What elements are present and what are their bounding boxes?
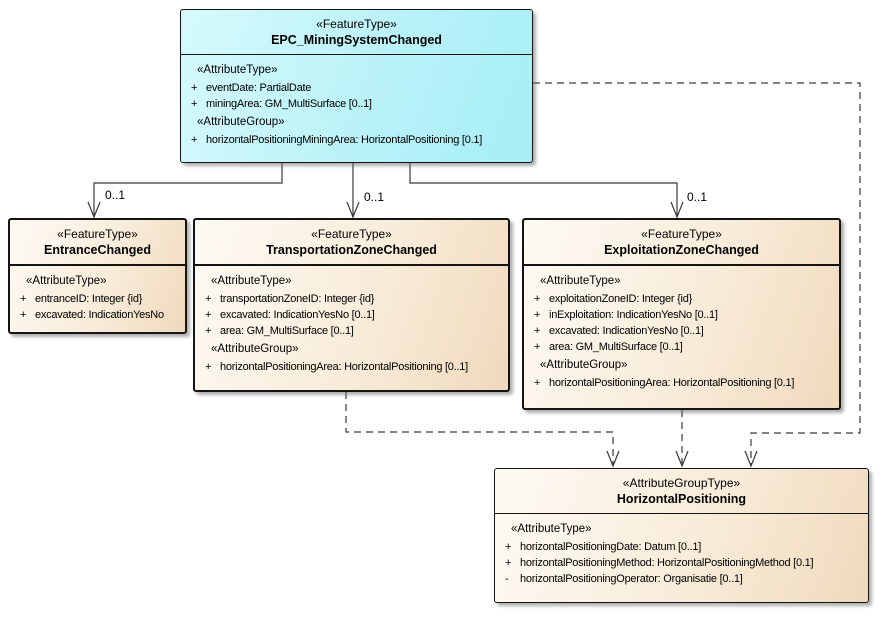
section-heading: «AttributeType» [197, 64, 278, 76]
class-header: «AttributeGroupType» HorizontalPositioni… [495, 469, 868, 514]
attribute-row: + area: GM_MultiSurface [0..1] [198, 323, 505, 339]
attribute-text: inExploitation: IndicationYesNo [0..1] [549, 309, 718, 321]
multiplicity-label-entrance: 0..1 [105, 188, 126, 202]
multiplicity-label-transportation: 0..1 [364, 190, 385, 204]
stereotype: «FeatureType» [641, 227, 722, 241]
stereotype: «FeatureType» [316, 17, 397, 31]
attribute-row: + excavated: IndicationYesNo [0..1] [527, 323, 836, 339]
connector-epc-transportation[interactable] [346, 163, 360, 219]
attribute-row: + exploitationZoneID: Integer {id} [527, 291, 836, 307]
attribute-row: + horizontalPositioningArea: HorizontalP… [198, 359, 505, 375]
class-header: «FeatureType» ExploitationZoneChanged [524, 220, 839, 266]
visibility: + [191, 82, 198, 94]
class-name: EPC_MiningSystemChanged [271, 33, 442, 47]
visibility: + [534, 377, 541, 389]
visibility: + [505, 557, 512, 569]
visibility: + [205, 309, 212, 321]
visibility: + [191, 98, 198, 110]
class-exploitationzonechanged[interactable]: «FeatureType» ExploitationZoneChanged «A… [522, 218, 841, 410]
class-header: «FeatureType» TransportationZoneChanged [195, 220, 508, 266]
class-body: «AttributeType» + exploitationZoneID: In… [524, 266, 839, 408]
stereotype: «FeatureType» [311, 227, 392, 241]
visibility: + [534, 293, 541, 305]
attribute-row: + horizontalPositioningMiningArea: Horiz… [184, 132, 529, 148]
attribute-row: + excavated: IndicationYesNo [0..1] [198, 307, 505, 323]
class-header: «FeatureType» EntranceChanged [10, 220, 185, 266]
connector-epc-exploitation[interactable] [409, 163, 684, 219]
section-heading: «AttributeGroup» [211, 343, 299, 355]
attribute-text: area: GM_MultiSurface [0..1] [549, 341, 683, 353]
attribute-text: horizontalPositioningDate: Datum [0..1] [520, 541, 702, 553]
attribute-text: horizontalPositioningArea: HorizontalPos… [549, 377, 795, 389]
section-heading: «AttributeType» [26, 275, 107, 287]
attribute-text: horizontalPositioningMethod: HorizontalP… [520, 557, 814, 569]
visibility: + [505, 541, 512, 553]
visibility: + [191, 134, 198, 146]
class-entrancechanged[interactable]: «FeatureType» EntranceChanged «Attribute… [8, 218, 187, 334]
attribute-text: exploitationZoneID: Integer {id} [549, 293, 693, 305]
attribute-text: transportationZoneID: Integer {id} [220, 293, 375, 305]
attribute-row: + horizontalPositioningMethod: Horizonta… [498, 555, 865, 571]
attribute-row: + horizontalPositioningArea: HorizontalP… [527, 375, 836, 391]
section-heading: «AttributeType» [511, 523, 592, 535]
attribute-row: + miningArea: GM_MultiSurface [0..1] [184, 96, 529, 112]
attribute-text: horizontalPositioningMiningArea: Horizon… [206, 134, 483, 146]
section-heading: «AttributeGroup» [540, 359, 628, 371]
class-body: «AttributeType» + entranceID: Integer {i… [10, 266, 185, 332]
attribute-text: miningArea: GM_MultiSurface [0..1] [206, 98, 372, 110]
class-body: «AttributeType» + transportationZoneID: … [195, 266, 508, 390]
visibility: + [534, 309, 541, 321]
connector-epc-entrance[interactable] [87, 163, 283, 219]
class-header: «FeatureType» EPC_MiningSystemChanged [181, 10, 532, 55]
visibility: + [205, 361, 212, 373]
section-heading: «AttributeGroup» [197, 116, 285, 128]
attribute-text: entranceID: Integer {id} [35, 293, 143, 305]
visibility: + [20, 293, 27, 305]
class-name: EntranceChanged [44, 243, 151, 257]
stereotype: «FeatureType» [57, 227, 138, 241]
visibility: + [205, 293, 212, 305]
attribute-row: + transportationZoneID: Integer {id} [198, 291, 505, 307]
visibility: + [534, 341, 541, 353]
class-horizontalpositioning[interactable]: «AttributeGroupType» HorizontalPositioni… [494, 468, 869, 603]
attribute-text: excavated: IndicationYesNo [35, 309, 164, 321]
attribute-text: area: GM_MultiSurface [0..1] [220, 325, 354, 337]
connector-exploitation-horizontalpositioning[interactable] [675, 410, 689, 468]
attribute-text: horizontalPositioningArea: HorizontalPos… [220, 361, 468, 373]
attribute-row: + inExploitation: IndicationYesNo [0..1] [527, 307, 836, 323]
visibility: + [534, 325, 541, 337]
section-heading: «AttributeType» [211, 275, 292, 287]
class-name: HorizontalPositioning [616, 492, 747, 506]
attribute-row: + excavated: IndicationYesNo [13, 307, 182, 323]
attribute-text: excavated: IndicationYesNo [0..1] [549, 325, 704, 337]
attribute-text: excavated: IndicationYesNo [0..1] [220, 309, 375, 321]
attribute-row: + horizontalPositioningDate: Datum [0..1… [498, 539, 865, 555]
section-heading: «AttributeType» [540, 275, 621, 287]
visibility: + [20, 309, 27, 321]
attribute-row: + entranceID: Integer {id} [13, 291, 182, 307]
multiplicity-label-exploitation: 0..1 [687, 190, 708, 204]
visibility: - [505, 573, 509, 585]
class-body: «AttributeType» + eventDate: PartialDate… [181, 55, 532, 162]
class-name: ExploitationZoneChanged [604, 243, 759, 257]
connector-epc-horizontalpositioning[interactable] [533, 82, 861, 468]
attribute-row: - horizontalPositioningOperator: Organis… [498, 571, 865, 587]
attribute-text: horizontalPositioningOperator: Organisat… [520, 573, 743, 585]
stereotype: «AttributeGroupType» [622, 476, 741, 490]
attribute-row: + area: GM_MultiSurface [0..1] [527, 339, 836, 355]
visibility: + [205, 325, 212, 337]
attribute-text: eventDate: PartialDate [206, 82, 312, 94]
connector-transportation-horizontalpositioning[interactable] [345, 392, 620, 468]
class-epc-miningsystemchanged[interactable]: «FeatureType» EPC_MiningSystemChanged «A… [180, 9, 533, 163]
class-transportationzonechanged[interactable]: «FeatureType» TransportationZoneChanged … [193, 218, 510, 392]
class-name: TransportationZoneChanged [266, 243, 437, 257]
class-body: «AttributeType» + horizontalPositioningD… [495, 514, 868, 602]
attribute-row: + eventDate: PartialDate [184, 80, 529, 96]
